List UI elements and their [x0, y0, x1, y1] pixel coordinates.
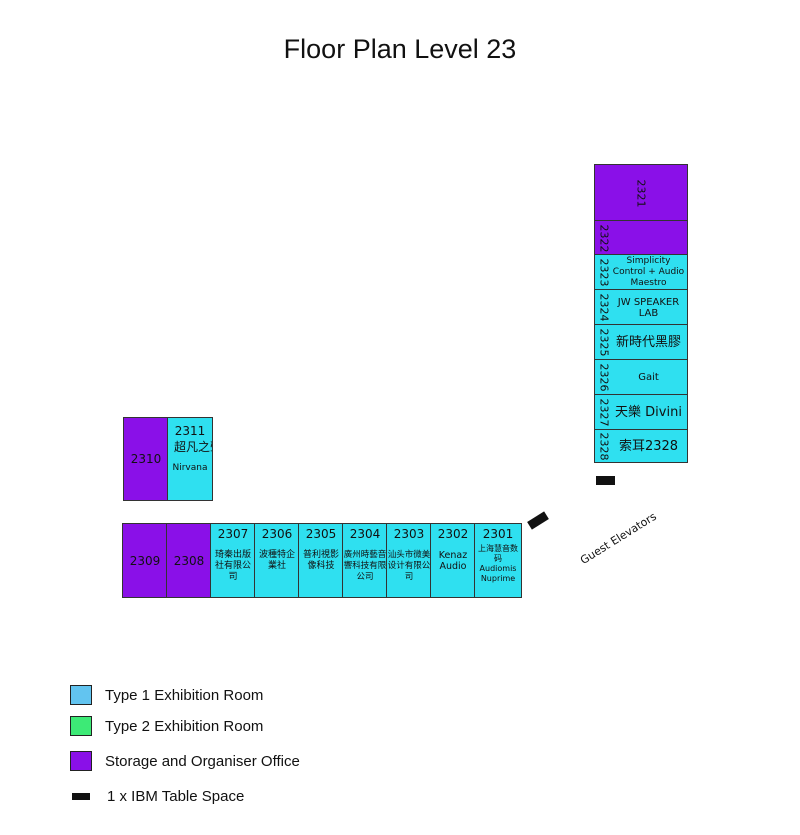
- room-exhibitor-name: Gait: [638, 372, 659, 383]
- ibm-table-space-marker[interactable]: [596, 476, 615, 485]
- room-2325[interactable]: 2325 新時代黑膠: [594, 324, 688, 361]
- room-exhibitor-name: 天樂 Divini: [615, 405, 682, 420]
- room-exhibitor-name: 新時代黑膠: [615, 335, 681, 350]
- room-number-wrap: 2321: [595, 165, 687, 221]
- legend-label: Type 2 Exhibition Room: [105, 717, 264, 735]
- legend-swatch-type1: [70, 685, 92, 705]
- legend-item-type2: Type 2 Exhibition Room: [70, 715, 263, 737]
- room-number: 2327: [597, 398, 610, 427]
- room-2323[interactable]: 2323 Simplicity Control + Audio Maestro: [594, 254, 688, 291]
- room-number: 2326: [597, 363, 610, 392]
- room-number: 2325: [597, 328, 610, 357]
- room-number-wrap: 2328: [595, 430, 612, 462]
- room-number-wrap: 2323: [595, 255, 612, 290]
- room-2307[interactable]: 2307 琦秦出版社有限公司: [210, 523, 256, 598]
- room-exhibitor-name: Kenaz Audio: [438, 550, 468, 572]
- room-2302[interactable]: 2302 Kenaz Audio: [430, 523, 476, 598]
- room-2321[interactable]: 2321: [594, 164, 688, 222]
- room-exhibitor-name: 汕头市微美设计有限公司: [387, 550, 431, 582]
- room-2301[interactable]: 2301 上海慧音数码 Audiomis Nuprime: [474, 523, 522, 598]
- room-2328[interactable]: 2328 索耳2328: [594, 429, 688, 463]
- room-exhibitor-name: JW SPEAKER LAB: [617, 296, 680, 319]
- room-exhibitor-name: 琦秦出版社有限公司: [214, 550, 251, 582]
- room-number-wrap: 2325: [595, 325, 612, 360]
- room-number-wrap: 2324: [595, 290, 612, 325]
- room-2303[interactable]: 2303 汕头市微美设计有限公司: [386, 523, 432, 598]
- guest-elevators-label: Guest Elevators: [578, 509, 659, 568]
- room-number: 2309: [129, 553, 161, 568]
- room-2322[interactable]: 2322: [594, 220, 688, 256]
- room-number: 2307: [217, 527, 249, 541]
- room-number: 2305: [305, 527, 337, 541]
- room-exhibitor-name: 索耳2328: [618, 438, 679, 454]
- room-2306[interactable]: 2306 波種特企業社: [254, 523, 300, 598]
- room-exhibitor-name: 超凡之聲: [174, 440, 212, 454]
- room-number: 2311: [174, 424, 206, 438]
- room-2304[interactable]: 2304 廣州時藝音響科技有限公司: [342, 523, 388, 598]
- room-number: 2306: [261, 527, 293, 541]
- room-exhibitor-name: 廣州時藝音響科技有限公司: [343, 550, 387, 582]
- room-2308[interactable]: 2308: [166, 523, 212, 598]
- room-2305[interactable]: 2305 普利視影像科技: [298, 523, 344, 598]
- room-number-wrap: 2327: [595, 395, 612, 430]
- room-number: 2321: [634, 179, 648, 207]
- legend-item-type1: Type 1 Exhibition Room: [70, 684, 263, 706]
- legend-swatch-storage: [70, 751, 92, 771]
- room-number: 2304: [349, 527, 381, 541]
- room-2327[interactable]: 2327 天樂 Divini: [594, 394, 688, 431]
- room-number: 2324: [597, 293, 610, 322]
- legend-swatch-ibm: [72, 792, 90, 800]
- room-exhibitor-subname: Nirvana: [172, 463, 208, 473]
- room-number: 2323: [597, 258, 610, 287]
- room-number-wrap: 2326: [595, 360, 612, 395]
- ibm-table-space-marker[interactable]: [527, 511, 549, 530]
- room-number: 2301: [482, 527, 514, 541]
- legend-item-storage: Storage and Organiser Office: [70, 750, 300, 772]
- room-2309[interactable]: 2309: [122, 523, 168, 598]
- room-2324[interactable]: 2324 JW SPEAKER LAB: [594, 289, 688, 326]
- room-number: 2308: [173, 553, 205, 568]
- room-2310[interactable]: 2310: [123, 417, 169, 501]
- legend-label: 1 x IBM Table Space: [107, 787, 245, 805]
- room-number: 2328: [597, 432, 610, 460]
- room-number: 2303: [393, 527, 425, 541]
- room-exhibitor-name: 上海慧音数码 Audiomis Nuprime: [478, 544, 518, 583]
- room-2326[interactable]: 2326 Gait: [594, 359, 688, 396]
- room-number: 2322: [597, 224, 610, 252]
- legend-swatch-type2: [70, 716, 92, 736]
- legend-label: Type 1 Exhibition Room: [105, 686, 264, 704]
- floor-plan-title: Floor Plan Level 23: [283, 34, 517, 64]
- room-exhibitor-name: Simplicity Control + Audio Maestro: [612, 256, 685, 288]
- legend-label: Storage and Organiser Office: [105, 752, 300, 770]
- legend-item-ibm: 1 x IBM Table Space: [70, 785, 244, 807]
- room-number: 2310: [130, 452, 162, 466]
- room-number: 2302: [437, 527, 469, 541]
- room-exhibitor-name: 普利視影像科技: [302, 550, 339, 571]
- room-exhibitor-name: 波種特企業社: [258, 550, 295, 571]
- room-2311[interactable]: 2311 超凡之聲 Nirvana: [167, 417, 213, 501]
- room-number-wrap: 2322: [595, 221, 612, 255]
